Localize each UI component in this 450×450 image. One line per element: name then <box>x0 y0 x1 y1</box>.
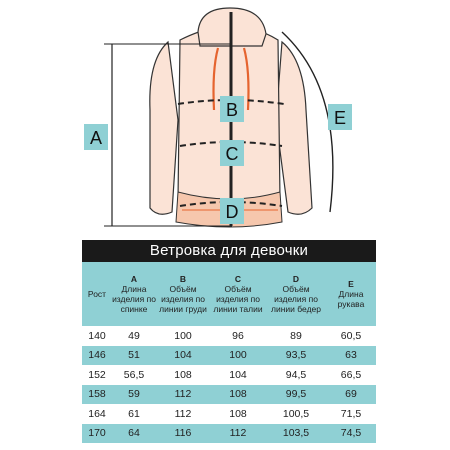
left-accent-stitch <box>212 47 220 111</box>
cell: 60,5 <box>340 329 362 342</box>
label-e-box <box>328 104 352 130</box>
table-title: Ветровка для девочки <box>82 240 376 262</box>
cell: 112 <box>229 427 247 440</box>
cell: 108 <box>229 407 247 420</box>
cell: 56,5 <box>123 368 145 381</box>
label-b-box <box>220 96 244 122</box>
table-row: 140 49 100 96 89 60,5 <box>82 326 376 346</box>
label-d: D <box>226 202 239 222</box>
cell: 99,5 <box>285 388 307 401</box>
cell: 49 <box>128 329 140 342</box>
cell: 112 <box>174 388 192 401</box>
cell: 63 <box>345 349 357 362</box>
right-sleeve <box>275 40 313 215</box>
cell: 100 <box>174 329 192 342</box>
table-row: 170 64 116 112 103,5 74,5 <box>82 423 376 443</box>
left-sleeve <box>149 40 179 215</box>
cell: 158 <box>88 388 106 401</box>
cell: 108 <box>174 368 192 381</box>
right-accent-stitch <box>242 47 250 111</box>
label-e: E <box>334 108 346 128</box>
table-row: 164 61 112 108 100,5 71,5 <box>82 404 376 424</box>
cell: 66,5 <box>340 368 362 381</box>
cell: 94,5 <box>285 368 307 381</box>
label-b: B <box>226 100 238 120</box>
cell: 100,5 <box>282 407 310 420</box>
label-c: C <box>226 144 239 164</box>
cell: 64 <box>128 427 140 440</box>
cell: 74,5 <box>340 427 362 440</box>
cell: 108 <box>229 388 247 401</box>
cell: 89 <box>290 329 302 342</box>
cell: 51 <box>128 349 140 362</box>
cell: 104 <box>229 368 247 381</box>
label-c-box <box>220 140 244 166</box>
cell: 152 <box>88 368 106 381</box>
table-row: 146 51 104 100 93,5 63 <box>82 345 376 365</box>
table-row: 158 59 112 108 99,5 69 <box>82 384 376 404</box>
measure-e-arc <box>281 31 334 213</box>
cell: 103,5 <box>282 427 310 440</box>
cell: 146 <box>88 349 106 362</box>
cell: 61 <box>128 407 140 420</box>
cell: 100 <box>229 349 247 362</box>
cell: 140 <box>88 329 106 342</box>
cell: 96 <box>232 329 244 342</box>
cell: 93,5 <box>285 349 307 362</box>
label-d-box <box>220 198 244 224</box>
cell: 59 <box>128 388 140 401</box>
jacket-diagram: A B C D E <box>84 7 352 228</box>
cell: 104 <box>174 349 192 362</box>
label-a-box <box>84 124 108 150</box>
cell: 69 <box>345 388 357 401</box>
cell: 71,5 <box>340 407 362 420</box>
label-a: A <box>90 128 102 148</box>
cell: 164 <box>88 407 106 420</box>
cell: 116 <box>174 427 192 440</box>
cell: 112 <box>174 407 192 420</box>
table-row: 152 56,5 108 104 94,5 66,5 <box>82 365 376 385</box>
cell: 170 <box>88 427 106 440</box>
header-height: Рост <box>87 289 107 299</box>
